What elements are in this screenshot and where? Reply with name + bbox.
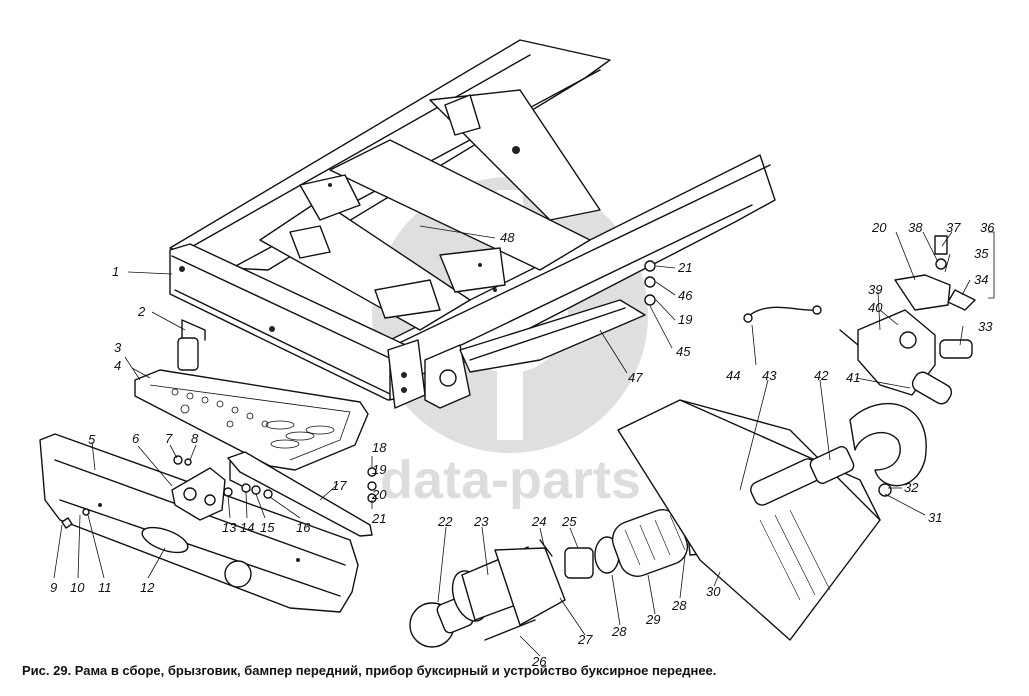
label-7: 7 [165,431,173,446]
label-41: 41 [846,370,860,385]
label-5: 5 [88,432,96,447]
label-46: 46 [678,288,693,303]
label-18: 18 [372,440,387,455]
part-2 [177,319,206,371]
label-9: 9 [50,580,57,595]
label-43: 43 [762,368,777,383]
label-21: 21 [371,511,386,526]
label-13: 13 [222,520,237,535]
label-12: 12 [140,580,155,595]
label-34: 34 [974,272,988,287]
figure-caption: Рис. 29. Рама в сборе, брызговик, бампер… [22,663,717,678]
label-40: 40 [868,300,883,315]
watermark-text: data-parts [380,450,641,510]
splash-shield [459,299,646,373]
label-37: 37 [946,220,961,235]
label-47: 47 [628,370,643,385]
label-26: 26 [531,654,547,669]
leader-lines [53,225,995,657]
label-42: 42 [814,368,829,383]
label-14: 14 [240,520,254,535]
label-29: 29 [645,612,660,627]
label-32: 32 [904,480,919,495]
splash-guard [134,369,369,471]
label-22: 22 [437,514,453,529]
label-21b: 21 [677,260,692,275]
label-28b: 28 [671,598,687,613]
label-11: 11 [98,580,112,595]
label-16: 16 [296,520,311,535]
label-19b: 19 [678,312,692,327]
label-44: 44 [726,368,740,383]
label-27: 27 [577,632,593,647]
frame-assembly [169,39,776,409]
label-1: 1 [112,264,119,279]
label-35: 35 [974,246,989,261]
label-8: 8 [191,431,199,446]
label-31: 31 [928,510,942,525]
label-33: 33 [978,319,993,334]
label-39: 39 [868,282,882,297]
label-28a: 28 [611,624,627,639]
label-36: 36 [980,220,995,235]
label-20b: 20 [871,220,887,235]
label-48: 48 [500,230,515,245]
bumper-bracket [171,467,226,521]
label-2: 2 [137,304,146,319]
label-6: 6 [132,431,140,446]
label-19: 19 [372,462,386,477]
label-38: 38 [908,220,923,235]
label-24: 24 [531,514,546,529]
label-45: 45 [676,344,691,359]
label-4: 4 [114,358,121,373]
label-15: 15 [260,520,275,535]
front-towing-hook [617,235,976,641]
fasteners [61,260,726,574]
label-3: 3 [114,340,122,355]
label-25: 25 [561,514,577,529]
label-20: 20 [371,487,387,502]
label-10: 10 [70,580,85,595]
label-17: 17 [332,478,347,493]
callout-labels: 1 2 3 4 5 6 7 8 9 10 11 12 13 14 15 16 1… [50,220,995,669]
label-30: 30 [706,584,721,599]
label-23: 23 [473,514,489,529]
